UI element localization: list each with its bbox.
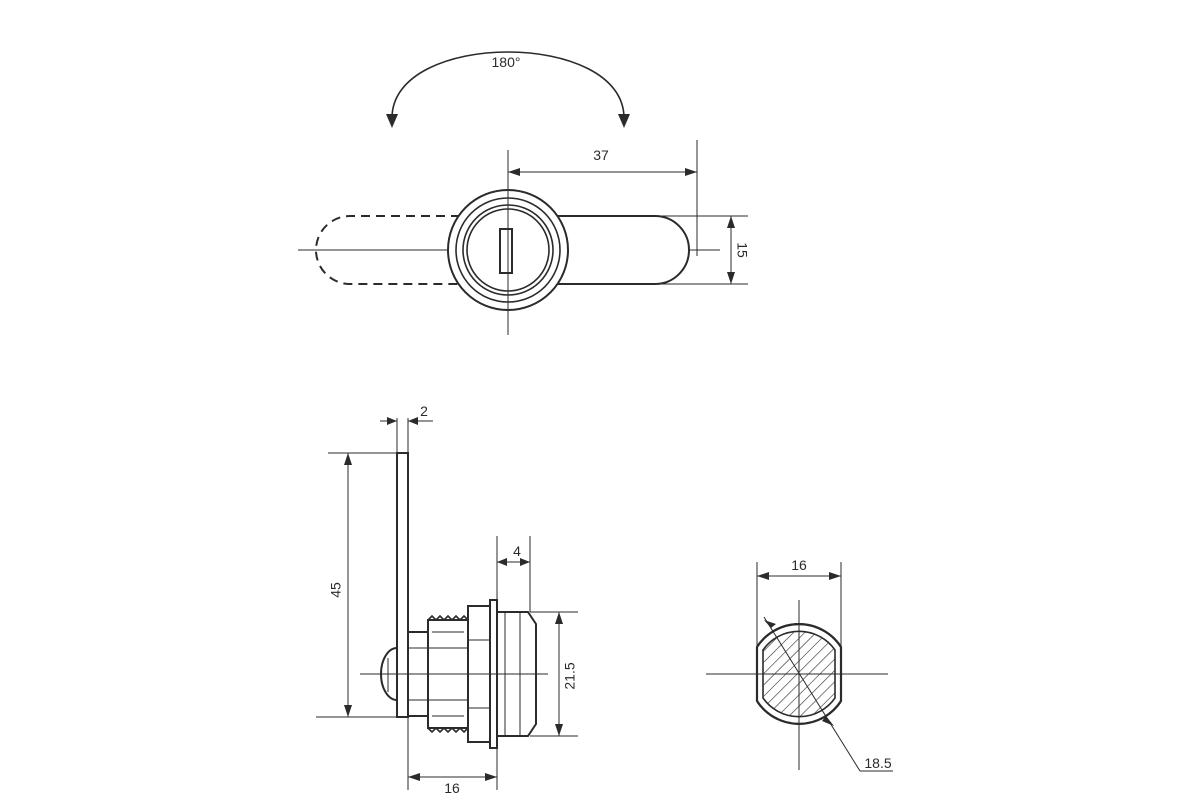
rotation-indicator: 180° — [386, 51, 630, 128]
dim-bezel: 4 — [513, 543, 521, 559]
side-view: 2 45 4 21.5 16 — [316, 403, 578, 796]
dim-flat-arrow-right — [829, 572, 841, 580]
thread-bottom — [427, 726, 469, 734]
key-slot — [499, 228, 513, 274]
dim-45-arrow-bottom — [344, 705, 352, 717]
dim-2-arrow-left — [387, 417, 397, 425]
dim-cam-height: 45 — [328, 582, 344, 598]
dim-flat-arrow-left — [757, 572, 769, 580]
dim-body-length: 16 — [444, 780, 460, 796]
dim-45-arrow-top — [344, 453, 352, 465]
rotation-label: 180° — [492, 54, 521, 70]
dim-37-arrow-left — [508, 168, 520, 176]
dim-37-arrow-right — [685, 168, 697, 176]
dim-diameter-arrow-top — [764, 620, 776, 628]
dim-15-arrow-bottom — [727, 272, 735, 284]
cam-plate — [396, 452, 409, 718]
dim-21-5-arrow-bottom — [555, 724, 563, 736]
dim-21-5-arrow-top — [555, 612, 563, 624]
dim-diameter: 18.5 — [864, 755, 891, 771]
dim-16-arrow-right — [485, 773, 497, 781]
dim-cam-width: 15 — [734, 242, 750, 258]
top-view: 37 15 — [298, 140, 750, 335]
dim-diameter-leader — [763, 616, 861, 772]
dim-4-arrow-left — [497, 558, 507, 566]
rotation-arc — [391, 51, 625, 119]
cam-alternate-position — [315, 215, 460, 285]
dim-16-arrow-left — [408, 773, 420, 781]
dim-cam-thickness: 2 — [420, 403, 428, 419]
dim-flat-width: 16 — [791, 557, 807, 573]
rotation-arrow-left — [386, 114, 398, 128]
dim-cam-length: 37 — [593, 147, 609, 163]
cam-arm — [539, 215, 690, 285]
dim-15-arrow-top — [727, 216, 735, 228]
section-outer-profile — [755, 623, 843, 725]
dim-diameter-arrow-bottom — [822, 716, 834, 726]
dim-head-diameter: 21.5 — [562, 662, 578, 689]
rotation-arrow-right — [618, 114, 630, 128]
dim-2-arrow-right — [408, 417, 418, 425]
dim-4-arrow-right — [520, 558, 530, 566]
thread-top — [427, 614, 469, 622]
section-view: 16 18.5 — [706, 557, 893, 772]
